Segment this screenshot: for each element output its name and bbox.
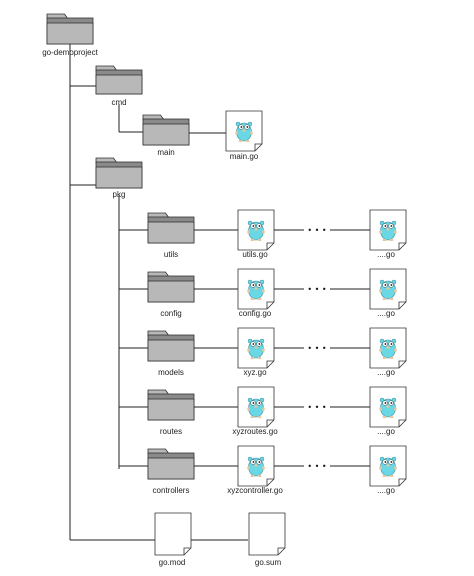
routes-ellipsis: • • •: [307, 403, 326, 412]
config-ellipsis: • • •: [307, 285, 326, 294]
main-go-file-label: main.go: [229, 152, 259, 161]
models-folder-label: models: [158, 368, 184, 377]
go-sum-file-label: go.sum: [254, 558, 282, 567]
controllers-folder-icon: [147, 448, 195, 480]
routes-go-file-label: xyzroutes.go: [232, 427, 278, 436]
routes-more-file-label: ....go: [377, 427, 395, 436]
controllers-more-go-file-icon: [369, 445, 407, 487]
models-ellipsis: • • •: [307, 344, 326, 353]
controllers-folder-label: controllers: [152, 486, 190, 495]
routes-folder-label: routes: [159, 427, 183, 436]
config-go-file-icon: [237, 268, 275, 310]
config-folder-icon: [147, 271, 195, 303]
pkg-folder-label: pkg: [112, 190, 126, 199]
main-folder-icon: [142, 114, 190, 146]
config-folder-label: config: [160, 309, 182, 318]
utils-folder-label: utils: [163, 250, 179, 259]
cmd-folder-icon: [95, 65, 143, 95]
go-sum-file-icon: [248, 512, 286, 556]
root-folder-label: go-demoproject: [42, 48, 98, 57]
utils-ellipsis: • • •: [307, 226, 326, 235]
models-go-file-label: xyz.go: [243, 368, 267, 377]
utils-folder-icon: [147, 212, 195, 244]
utils-go-file-label: utils.go: [242, 250, 268, 259]
routes-more-go-file-icon: [369, 386, 407, 428]
config-more-go-file-icon: [369, 268, 407, 310]
models-more-go-file-icon: [369, 327, 407, 369]
models-folder-icon: [147, 330, 195, 362]
root-folder-icon: [46, 13, 94, 45]
config-more-file-label: ....go: [377, 309, 395, 318]
utils-more-file-label: ....go: [377, 250, 395, 259]
controllers-go-file-icon: [237, 445, 275, 487]
controllers-ellipsis: • • •: [307, 462, 326, 471]
utils-go-file-icon: [237, 209, 275, 251]
utils-more-go-file-icon: [369, 209, 407, 251]
go-mod-file-label: go.mod: [158, 558, 186, 567]
pkg-folder-icon: [95, 157, 143, 189]
main-go-file-icon: [225, 110, 263, 152]
cmd-folder-label: cmd: [111, 98, 127, 107]
controllers-more-file-label: ....go: [377, 486, 395, 495]
routes-go-file-icon: [237, 386, 275, 428]
go-mod-file-icon: [154, 512, 192, 556]
models-go-file-icon: [237, 327, 275, 369]
controllers-go-file-label: xyzcontroller.go: [227, 486, 283, 495]
main-folder-label: main: [157, 148, 175, 157]
config-go-file-label: config.go: [238, 309, 272, 318]
routes-folder-icon: [147, 389, 195, 421]
models-more-file-label: ....go: [377, 368, 395, 377]
